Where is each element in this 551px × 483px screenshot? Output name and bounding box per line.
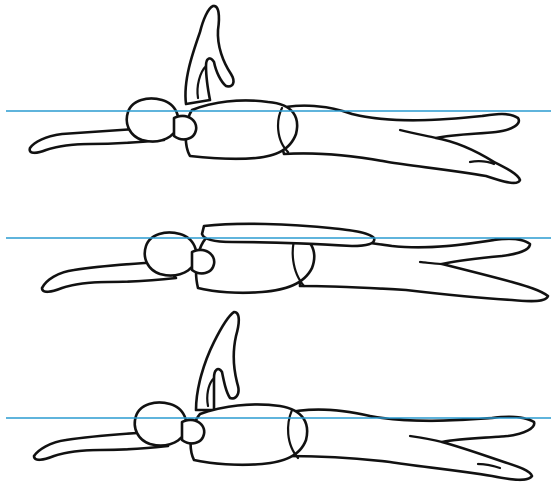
legs <box>282 410 534 480</box>
swimmer-panel-3 <box>6 312 551 480</box>
head <box>145 233 197 276</box>
raised-arm <box>185 6 233 104</box>
raised-arm <box>196 312 239 410</box>
arm-along-body <box>202 224 374 246</box>
head <box>127 99 179 142</box>
shoulder <box>182 420 204 443</box>
shoulder <box>174 116 196 139</box>
swimmer-panel-2 <box>6 224 551 301</box>
head <box>135 403 187 446</box>
legs <box>272 106 520 183</box>
swimmer-panel-1 <box>6 6 551 183</box>
legs <box>300 239 548 302</box>
shoulder <box>192 250 214 273</box>
